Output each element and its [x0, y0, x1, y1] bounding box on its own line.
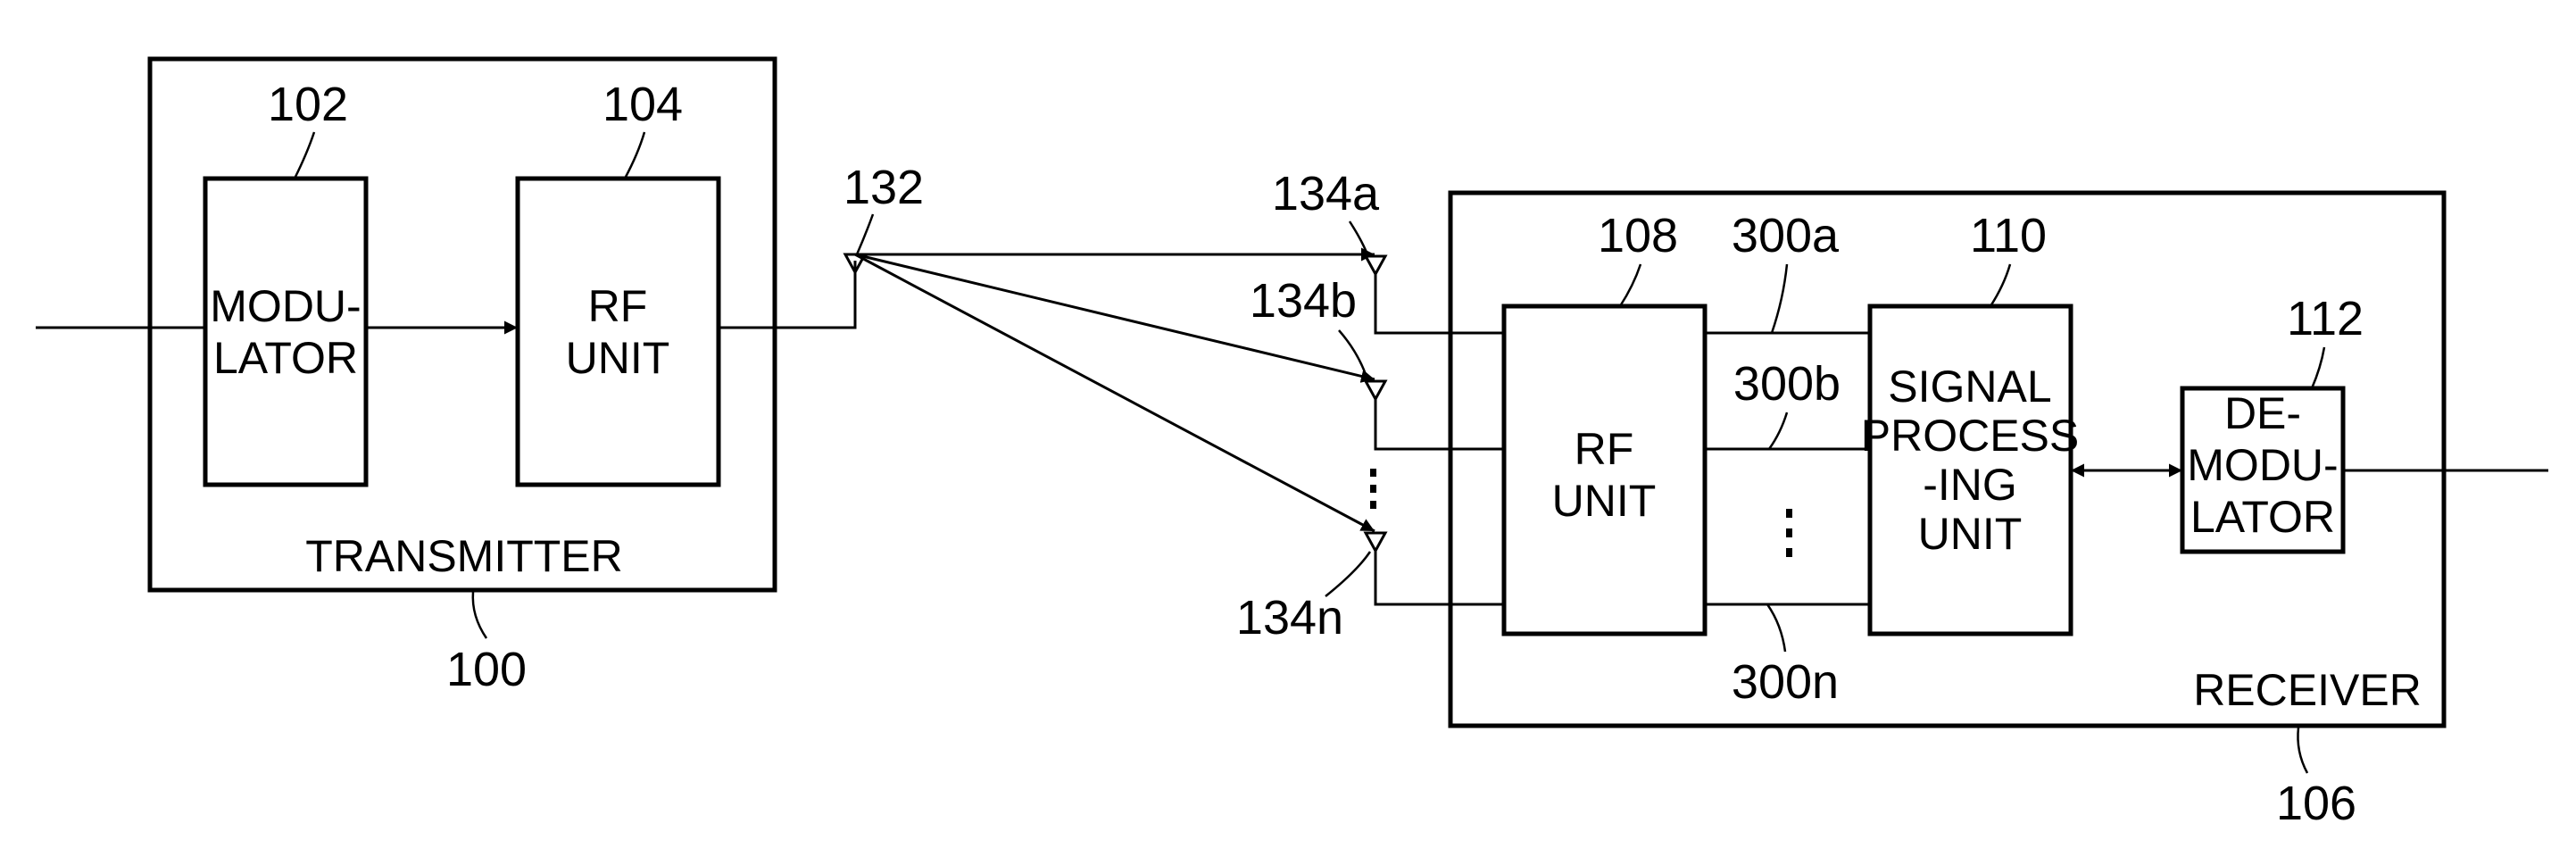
antenna-ellipsis-dot-2 [1370, 485, 1376, 493]
receiver-ref: 106 [2276, 777, 2356, 830]
tx-rf-unit-label-line1: RF [588, 281, 648, 331]
signal-ellipsis-dot-1 [1786, 509, 1792, 518]
rx-rf-unit-label-line1: RF [1575, 424, 1634, 474]
tx-rf-unit-label-line2: UNIT [566, 333, 670, 383]
signal-processing-ref: 110 [1970, 209, 2047, 262]
tx-antenna-ref: 132 [843, 161, 924, 214]
tx-rf-unit-box [518, 179, 719, 485]
modulator-label-line1: MODU- [210, 281, 361, 331]
rx-antenna-134b-ref: 134b [1250, 274, 1357, 328]
transmitter-label: TRANSMITTER [305, 531, 623, 581]
signal-ellipsis-dot-3 [1786, 548, 1792, 557]
rx-rf-unit-ref: 108 [1598, 209, 1678, 262]
modulator-label-line2: LATOR [213, 333, 358, 383]
demodulator-label-line1: DE- [2224, 388, 2301, 438]
antenna-ellipsis-dot-1 [1370, 469, 1376, 477]
transmitter-ref: 100 [446, 643, 527, 696]
signal-line-300n-ref: 300n [1732, 655, 1839, 709]
rx-antenna-134n-ref: 134n [1236, 591, 1343, 645]
demodulator-label-line2: MODU- [2187, 440, 2338, 490]
demodulator-label-line3: LATOR [2190, 492, 2335, 542]
antenna-ellipsis-dot-3 [1370, 501, 1376, 509]
rx-antenna-134a-ref: 134a [1272, 167, 1380, 220]
signal-processing-label-line3: -ING [1923, 460, 2017, 510]
signal-line-300b-ref: 300b [1733, 357, 1841, 411]
rx-antenna-134a-leader [1350, 221, 1367, 254]
rx-antenna-134a-icon [1366, 256, 1385, 274]
signal-line-300a-ref: 300a [1732, 209, 1840, 262]
rx-rf-unit-label-line2: UNIT [1552, 476, 1657, 526]
demodulator-ref: 112 [2287, 292, 2364, 345]
receiver-label: RECEIVER [2193, 665, 2422, 715]
tx-rf-unit-ref: 104 [602, 78, 683, 131]
rx-antenna-134b-icon [1366, 381, 1385, 399]
signal-processing-label-line4: UNIT [1918, 509, 2023, 559]
receiver-leader [2298, 728, 2307, 773]
modulator-box [205, 179, 366, 485]
signal-ellipsis-dot-2 [1786, 528, 1792, 537]
rx-antenna-134n-leader [1325, 552, 1370, 596]
transmitter-leader [473, 592, 486, 638]
signal-processing-label-line2: PROCESS [1861, 411, 2080, 461]
modulator-ref: 102 [268, 78, 348, 131]
rx-antenna-134n-icon [1366, 533, 1385, 551]
tx-antenna-leader [857, 214, 873, 254]
signal-processing-label-line1: SIGNAL [1888, 362, 2051, 412]
